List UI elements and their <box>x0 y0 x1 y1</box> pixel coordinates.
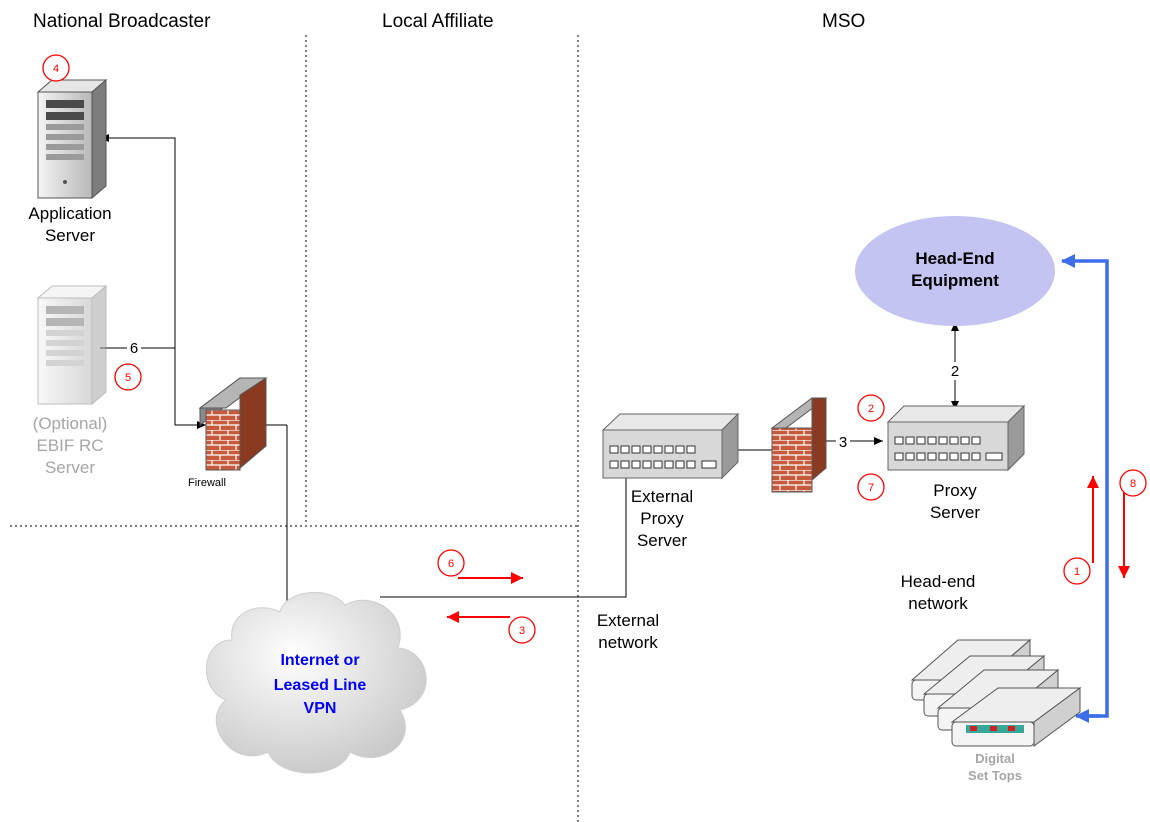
link-settops-headend <box>1061 254 1109 718</box>
connector-labels: 6 3 2 <box>127 338 962 451</box>
step-number-1: 1 <box>1074 566 1080 578</box>
headend-network-label-line1: Head-end <box>900 572 976 591</box>
proxy-server-label-line1: Proxy <box>933 481 977 500</box>
external-network-label-line2: network <box>598 633 658 652</box>
step-marker-8 <box>1119 469 1147 497</box>
step-number-2: 2 <box>868 403 874 415</box>
step-number-7: 7 <box>868 482 874 494</box>
step-marker-numbers: 4 5 2 7 6 3 1 8 <box>53 63 1136 637</box>
set-tops-label-line1: Digital <box>975 751 1015 766</box>
headend-label-line1: Head-End <box>915 249 994 268</box>
cloud-label-line2: Leased Line <box>274 677 367 694</box>
headend-equipment-label: Head-End Equipment <box>911 249 999 290</box>
black-connectors <box>100 134 959 618</box>
step-number-8: 8 <box>1130 478 1136 490</box>
step-marker-3-flow <box>508 616 536 644</box>
step-number-4: 4 <box>53 63 59 75</box>
step-marker-7 <box>857 473 885 501</box>
application-server-icon[interactable] <box>36 78 108 200</box>
step-marker-4 <box>42 54 70 82</box>
link-cloud-to-external-proxy <box>380 476 627 598</box>
external-proxy-label-line2: Proxy <box>640 509 684 528</box>
application-server-label-line2: Server <box>44 226 96 245</box>
set-tops-label-line2: Set Tops <box>968 768 1022 783</box>
headend-network-label: Head-end network <box>893 571 983 615</box>
headend-equipment-ellipse[interactable] <box>855 216 1055 326</box>
step-number-6-flow: 6 <box>448 558 454 570</box>
label-link-6: 6 <box>130 340 138 357</box>
external-proxy-label-line3: Server <box>636 531 688 550</box>
proxy-server-label-line2: Server <box>929 503 981 522</box>
region-label-mso: MSO <box>822 11 866 32</box>
step-markers <box>42 54 1147 644</box>
proxy-switch-icon[interactable] <box>886 404 1026 472</box>
application-server-label: Application Server <box>10 203 130 247</box>
cloud-label: Internet or Leased Line VPN <box>274 652 367 717</box>
step-number-3-flow: 3 <box>519 625 525 637</box>
ebif-server-label-line1: (Optional) <box>32 414 108 433</box>
firewall-icon-left[interactable] <box>198 377 268 471</box>
cloud-label-line1: Internet or <box>280 652 359 669</box>
external-proxy-label-line1: External <box>630 487 694 506</box>
ebif-server-icon[interactable] <box>36 284 108 406</box>
ebif-server-label: (Optional) EBIF RC Server <box>10 413 130 479</box>
proxy-server-label: Proxy Server <box>905 480 1005 524</box>
external-network-label: External network <box>583 610 673 654</box>
external-network-label-line1: External <box>596 611 660 630</box>
step-number-5: 5 <box>125 372 131 384</box>
ebif-server-label-line3: Server <box>44 458 96 477</box>
headend-label-line2: Equipment <box>911 271 999 290</box>
set-tops-label: Digital Set Tops <box>968 751 1022 783</box>
label-link-3: 3 <box>839 434 847 451</box>
step-marker-1 <box>1063 557 1091 585</box>
region-label-local-affiliate: Local Affiliate <box>382 11 494 32</box>
firewall-label: Firewall <box>188 477 226 489</box>
step-marker-2 <box>857 394 885 422</box>
label-link-2: 2 <box>951 363 959 380</box>
step-marker-6-flow <box>437 549 465 577</box>
region-separators <box>10 35 579 822</box>
cloud-icon[interactable] <box>205 591 427 774</box>
link-app-to-firewall <box>100 134 176 348</box>
step-marker-5 <box>114 363 142 391</box>
external-proxy-switch-icon[interactable] <box>601 412 740 480</box>
cloud-label-line3: VPN <box>304 700 337 717</box>
application-server-label-line1: Application <box>28 204 112 223</box>
region-label-national-broadcaster: National Broadcaster <box>33 11 211 32</box>
headend-network-label-line2: network <box>908 594 968 613</box>
ebif-server-label-line2: EBIF RC <box>36 436 104 455</box>
firewall-icon-right[interactable] <box>770 397 828 493</box>
external-proxy-label: External Proxy Server <box>612 486 712 552</box>
digital-set-tops-icon[interactable] <box>910 638 1082 747</box>
red-step-arrows <box>447 476 1130 623</box>
